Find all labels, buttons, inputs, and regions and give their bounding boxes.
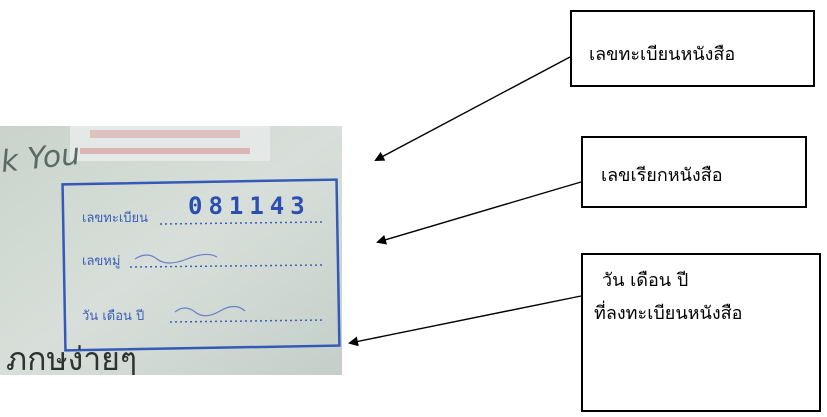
- paper-background: [0, 126, 342, 375]
- stamp-frame: [61, 178, 341, 352]
- callout-date-line2: ที่ลงทะเบียนหนังสือ: [594, 303, 743, 324]
- field-call-number-label: เลขหมู่: [82, 254, 120, 269]
- callout-call-number-text: เลขเรียกหนังสือ: [601, 165, 723, 186]
- arrow-call-number: [376, 181, 582, 245]
- field-date-label: วัน เดือน ปี: [82, 308, 144, 324]
- arrow-registration-number: [374, 56, 571, 161]
- stamp-number: 081143: [188, 192, 311, 220]
- callout-registration-number-text: เลขทะเบียนหนังสือ: [589, 44, 736, 65]
- callout-registration-date: วัน เดือน ปี ที่ลงทะเบียนหนังสือ: [581, 253, 821, 412]
- field-registration-label: เลขทะเบียน: [82, 210, 148, 226]
- book-stamp-photo: k You 081143 เลขทะเบียน เลขหมู่ วัน เดือ…: [0, 126, 342, 375]
- bottom-cover-text: ภกษง่ายๆ: [6, 340, 137, 375]
- arrow-registration-date: [348, 295, 582, 347]
- callout-registration-number: เลขทะเบียนหนังสือ: [570, 10, 815, 87]
- callout-call-number: เลขเรียกหนังสือ: [581, 136, 807, 208]
- thank-you-text: k You: [0, 137, 82, 180]
- callout-date-line1: วัน เดือน ปี: [602, 270, 689, 291]
